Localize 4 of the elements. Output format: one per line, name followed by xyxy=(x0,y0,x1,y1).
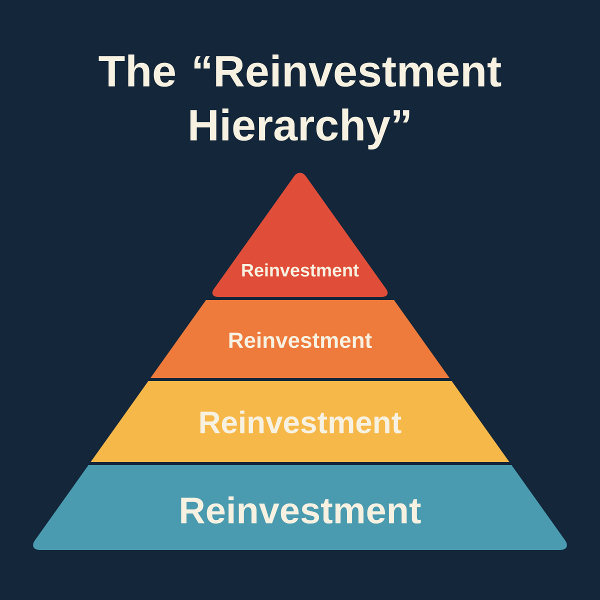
title: The “Reinvestment Hierarchy” xyxy=(98,54,502,150)
pyramid-level: Reinvestment xyxy=(90,381,510,462)
pyramid-level: Reinvestment xyxy=(212,172,388,297)
pyramid-level: Reinvestment xyxy=(150,300,450,378)
